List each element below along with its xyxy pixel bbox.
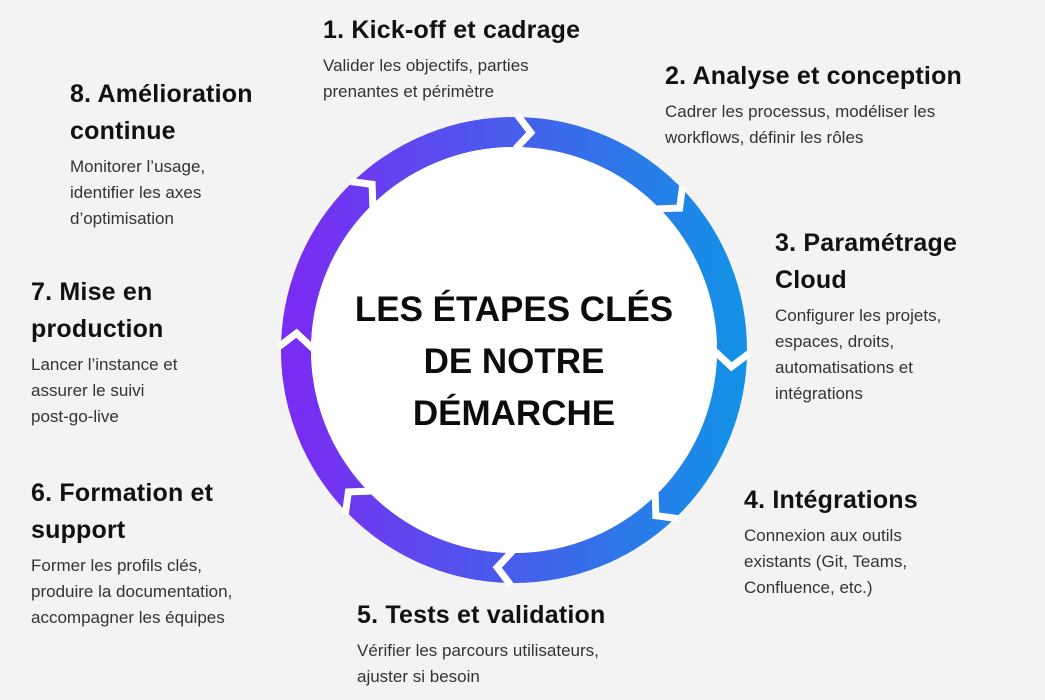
step-description: Configurer les projets,espaces, droits,a…	[775, 306, 942, 403]
step-description: Vérifier les parcours utilisateurs,ajust…	[357, 641, 599, 686]
step-title: 4. Intégrations	[744, 486, 918, 514]
step-title: 5. Tests et validation	[357, 601, 606, 629]
step-2: 2. Analyse et conception Cadrer les proc…	[665, 58, 962, 151]
center-disc	[311, 147, 717, 553]
center-title-line: DÉMARCHE	[412, 394, 616, 433]
step-5: 5. Tests et validation Vérifier les parc…	[357, 597, 605, 690]
step-title: 1. Kick-off et cadrage	[323, 16, 581, 44]
center-title-line: LES ÉTAPES CLÉS	[354, 290, 674, 329]
chevron-arrow-icon	[651, 493, 679, 523]
chevron-arrow-icon	[657, 185, 687, 213]
chevron-arrow-icon	[341, 487, 371, 515]
step-1: 1. Kick-off et cadrage Valider les objec…	[323, 12, 580, 105]
chevron-arrow-icon	[512, 112, 536, 152]
chevron-arrow-icon	[276, 328, 316, 352]
chevron-arrow-icon	[712, 348, 752, 372]
center-title-line: DE NOTRE	[423, 342, 605, 381]
chevron-arrow-icon	[492, 548, 516, 588]
ring-track	[281, 117, 747, 583]
chevron-arrow-icon	[349, 177, 377, 207]
step-title: 2. Analyse et conception	[665, 62, 963, 90]
step-description: Former les profils clés,produire la docu…	[31, 556, 233, 627]
center-title: LES ÉTAPES CLÉS DE NOTRE DÉMARCHE	[324, 284, 704, 440]
